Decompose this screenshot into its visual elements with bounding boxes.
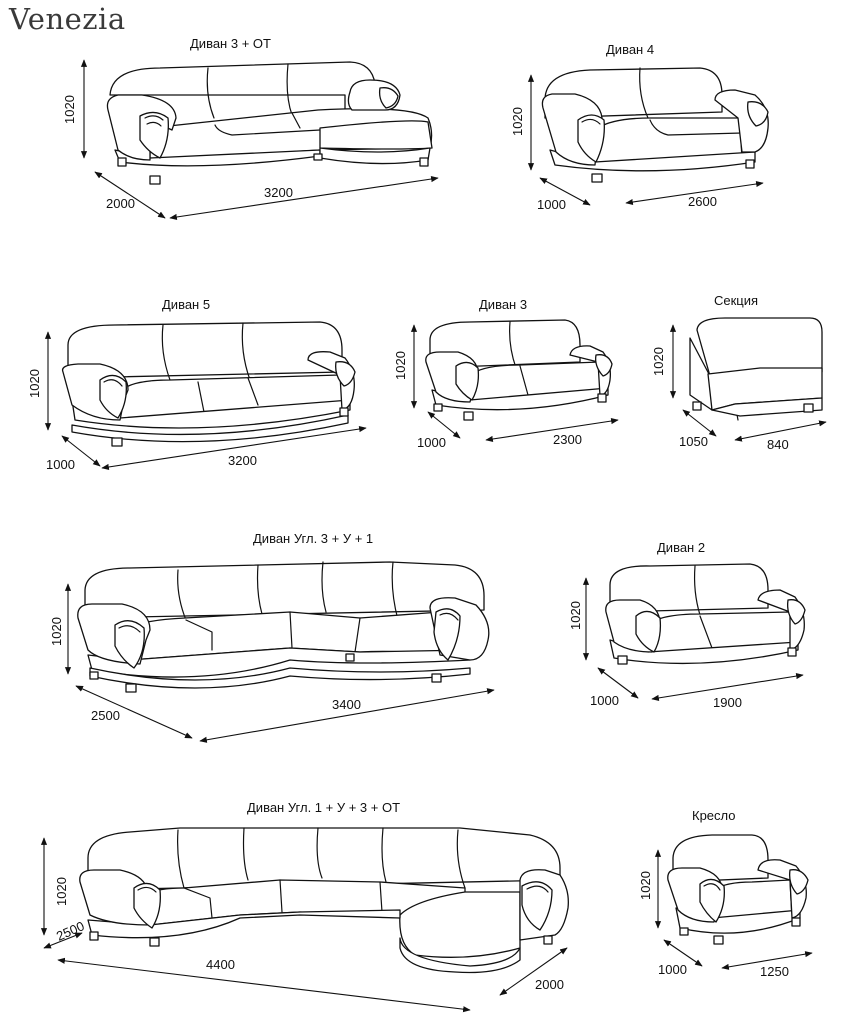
dim-width-corner-sofa-1-u-3-ot: 4400 (206, 957, 235, 972)
section-drawing (669, 317, 827, 442)
dim-width-section: 840 (767, 437, 789, 452)
armchair-drawing (654, 834, 813, 970)
dim-depth-corner-sofa-3-u-1: 2500 (91, 708, 120, 723)
dim-height-sofa-5: 1020 (27, 369, 42, 398)
title-corner-sofa-1-u-3-ot: Диван Угл. 1 + У + 3 + ОТ (247, 800, 401, 815)
title-corner-sofa-3-u-1: Диван Угл. 3 + У + 1 (253, 531, 374, 546)
dim-depth-section: 1050 (679, 434, 708, 449)
dim-width-sofa-3: 2300 (553, 432, 582, 447)
dim-depth2-corner-sofa-1-u-3-ot: 2000 (535, 977, 564, 992)
dim-depth-armchair: 1000 (658, 962, 687, 977)
dim-depth-sofa-3: 1000 (417, 435, 446, 450)
dim-width-sofa-4: 2600 (688, 194, 717, 209)
dim-depth-sofa-3-ot: 2000 (106, 196, 135, 211)
sofa-3-ot-drawing (80, 59, 439, 221)
dim-height-corner-sofa-3-u-1: 1020 (49, 617, 64, 646)
sofa-3-drawing (410, 319, 619, 443)
dim-depth-sofa-2: 1000 (590, 693, 619, 708)
title-sofa-4: Диван 4 (606, 42, 655, 57)
sofa-5-drawing (44, 321, 367, 471)
dim-width-armchair: 1250 (760, 964, 789, 979)
dim-depth-sofa-4: 1000 (537, 197, 566, 212)
sofa-4-drawing (527, 67, 769, 206)
corner-sofa-3-u-1-drawing (64, 561, 495, 743)
dim-height-armchair: 1020 (638, 871, 653, 900)
title-sofa-3-ot: Диван 3 + ОТ (190, 36, 271, 51)
title-section: Секция (714, 293, 759, 308)
brand-title: Venezia (9, 2, 126, 36)
dim-height-sofa-3: 1020 (393, 351, 408, 380)
dim-height-section: 1020 (651, 347, 666, 376)
dim-height-sofa-4: 1020 (510, 107, 525, 136)
dim-width-sofa-3-ot: 3200 (264, 185, 293, 200)
corner-sofa-1-u-3-ot-drawing (40, 827, 569, 1013)
dim-height-sofa-2: 1020 (568, 601, 583, 630)
title-sofa-5: Диван 5 (162, 297, 211, 312)
dim-width-sofa-2: 1900 (713, 695, 742, 710)
dim-width-corner-sofa-3-u-1: 3400 (332, 697, 361, 712)
title-armchair: Кресло (692, 808, 736, 823)
title-sofa-3: Диван 3 (479, 297, 528, 312)
dim-depth-sofa-5: 1000 (46, 457, 75, 472)
dim-width-sofa-5: 3200 (228, 453, 257, 468)
dim-height-corner-sofa-1-u-3-ot: 1020 (54, 877, 69, 906)
dim-height-sofa-3-ot: 1020 (62, 95, 77, 124)
sofa-2-drawing (582, 563, 806, 701)
title-sofa-2: Диван 2 (657, 540, 706, 555)
